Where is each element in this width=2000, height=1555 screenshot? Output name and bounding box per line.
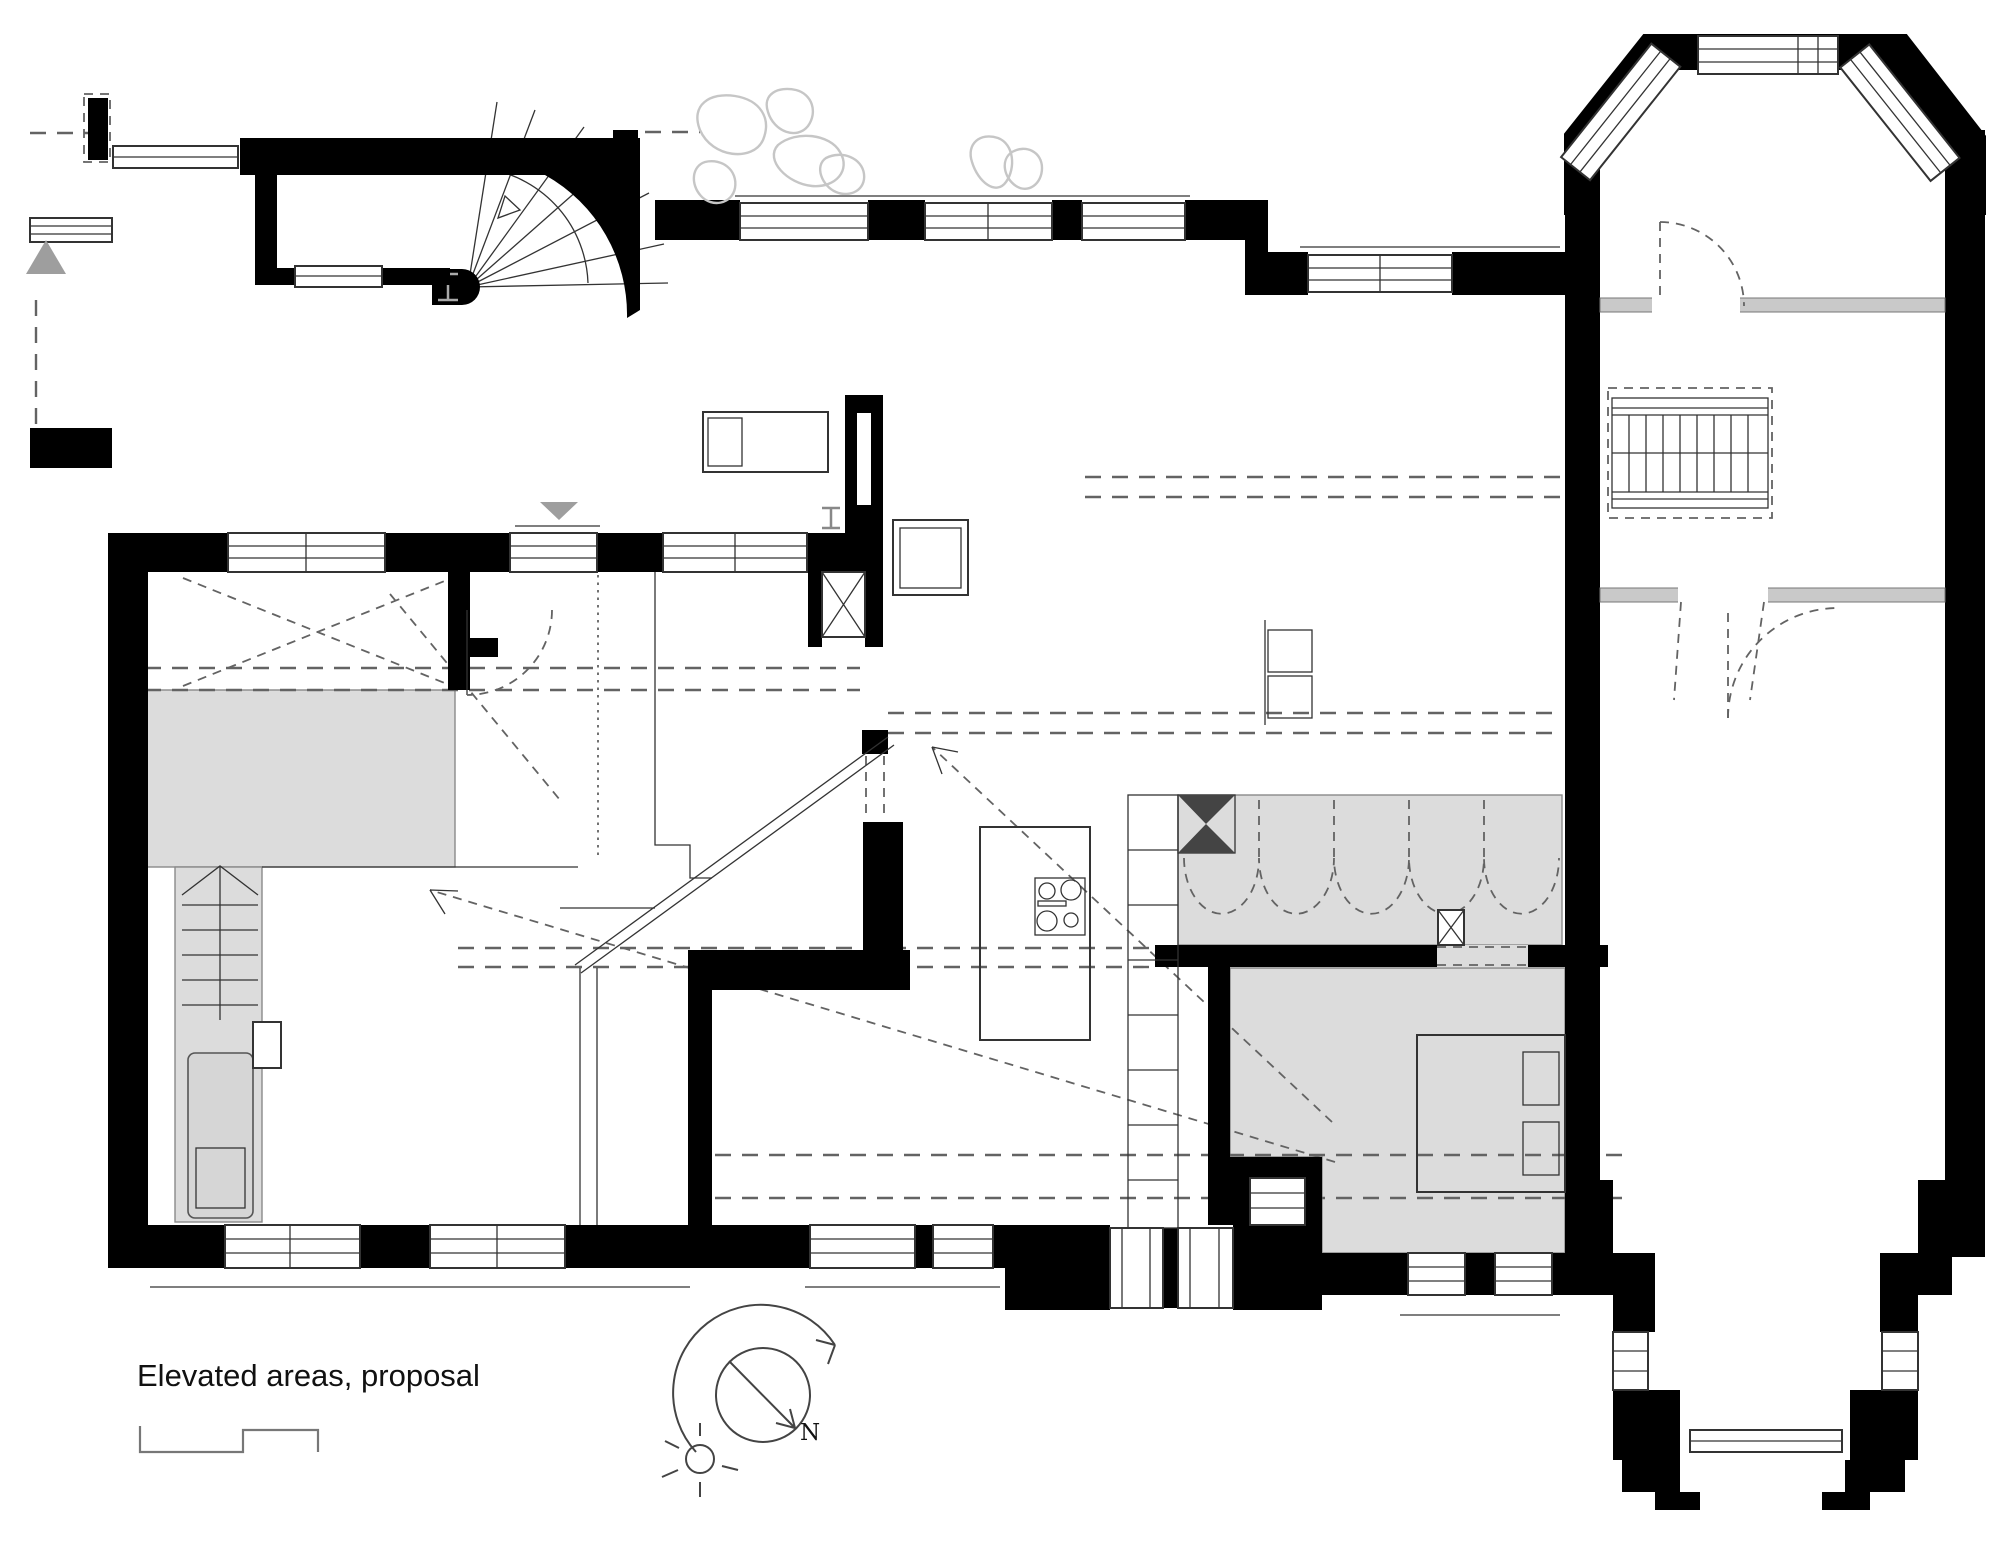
table <box>892 519 969 596</box>
sight-line-arrows <box>429 746 1336 1163</box>
chimney-slot <box>857 413 871 505</box>
window <box>509 532 598 573</box>
arc-arrowhead <box>815 1339 836 1365</box>
window <box>1881 1331 1919 1391</box>
arrowhead <box>429 889 459 915</box>
bathtub <box>187 1052 254 1219</box>
closet-shaft-box <box>1437 909 1465 946</box>
window <box>1612 1331 1649 1391</box>
elevated-area-left-room <box>142 689 456 868</box>
north-label: N <box>800 1420 820 1446</box>
page-title: Elevated areas, proposal <box>137 1358 480 1393</box>
sink <box>252 1021 282 1069</box>
spiral-stair-curved-wall <box>545 175 640 318</box>
arrowhead <box>931 746 959 775</box>
desk <box>702 411 829 473</box>
door-swings <box>466 221 1839 719</box>
floor-step-symbol-icon <box>138 1426 320 1454</box>
hall-step-line <box>654 572 712 879</box>
window <box>1109 1227 1164 1309</box>
window <box>227 532 386 573</box>
garden-stones <box>692 87 1044 205</box>
bay-window-top <box>1697 35 1839 75</box>
porch-opening <box>1689 1429 1843 1453</box>
appliance-stack <box>1264 620 1313 725</box>
bay-window-right <box>1838 43 1961 183</box>
window <box>932 1224 994 1269</box>
sun-icon <box>661 1423 739 1497</box>
rotation-arc <box>672 1303 836 1453</box>
window <box>1407 1252 1466 1296</box>
window <box>809 1224 916 1269</box>
window <box>1177 1227 1234 1309</box>
bay-window-left <box>1559 42 1682 182</box>
window <box>739 202 869 241</box>
elevated-area-closet <box>1177 794 1563 946</box>
window <box>662 532 808 573</box>
window <box>224 1224 361 1269</box>
window <box>1081 202 1186 241</box>
service-stair <box>181 865 259 1020</box>
void-cross <box>182 577 561 801</box>
window <box>924 202 1053 241</box>
window <box>294 265 383 288</box>
cabinet-column <box>1127 794 1179 1229</box>
furniture <box>187 411 1566 1229</box>
window <box>429 1224 566 1269</box>
double-bed <box>1416 1034 1566 1193</box>
window <box>1249 1177 1306 1226</box>
entry-sidelight <box>112 145 239 169</box>
window <box>1494 1252 1553 1296</box>
diagonal-glazing <box>560 736 895 974</box>
wardrobe-scallops <box>1183 800 1560 915</box>
straight-staircase <box>1607 387 1773 519</box>
windows <box>29 35 1961 1453</box>
window <box>1307 254 1453 293</box>
kitchen-island <box>979 826 1091 1041</box>
north-compass: N <box>661 1303 836 1497</box>
ibeam-column-icon <box>822 506 840 530</box>
dashed-reference-lines <box>30 93 1625 1200</box>
partitions <box>1599 296 1946 604</box>
hatch-box <box>1177 794 1236 854</box>
pillow <box>1522 1121 1560 1176</box>
walls <box>30 34 1986 1510</box>
pillow <box>1522 1051 1560 1106</box>
window <box>29 217 113 243</box>
level-triangle-down-icon <box>540 502 578 520</box>
elevated-door-gap <box>1437 945 1528 967</box>
cooktop-icon <box>1034 877 1086 936</box>
needle-arrowhead <box>775 1408 796 1429</box>
level-triangle-up-icon <box>26 240 66 274</box>
